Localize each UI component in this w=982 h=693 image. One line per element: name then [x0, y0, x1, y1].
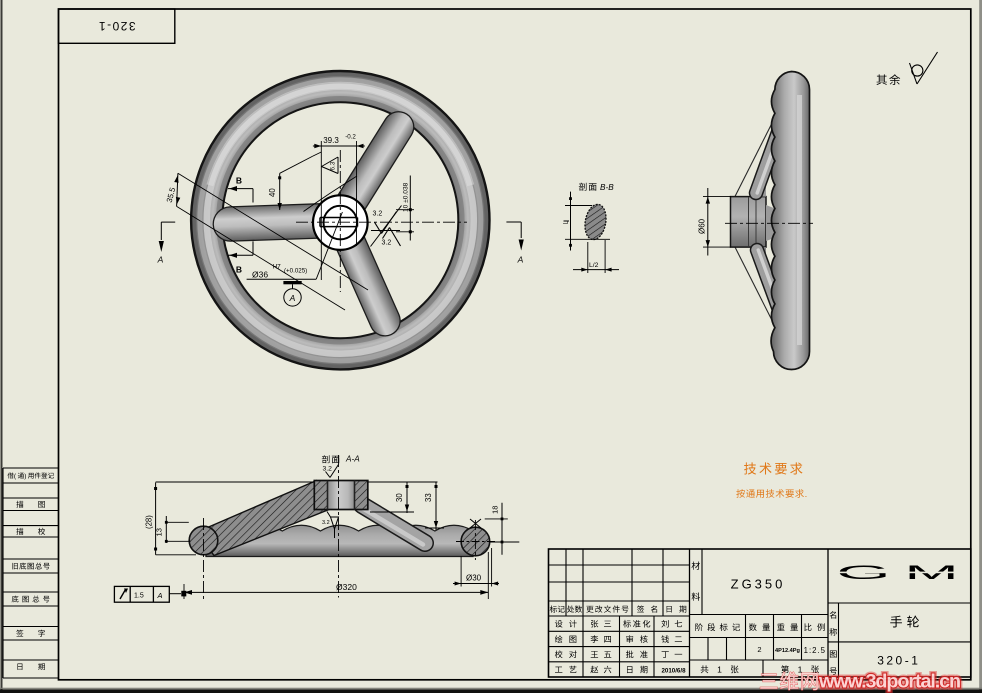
svg-text:A: A — [157, 591, 163, 600]
svg-text:(: ( — [14, 473, 17, 480]
svg-text:www.3dportal.cn: www.3dportal.cn — [818, 671, 960, 693]
svg-text:B: B — [236, 176, 242, 186]
svg-text:www.3dportal.cn: www.3dportal.cn — [818, 671, 960, 693]
svg-text:1: 1 — [798, 665, 803, 675]
svg-text:L/2: L/2 — [589, 262, 599, 269]
svg-text:320-1: 320-1 — [877, 653, 920, 667]
svg-text:A: A — [289, 293, 296, 303]
svg-text:39.3: 39.3 — [323, 136, 339, 145]
svg-text:): ) — [24, 473, 26, 480]
svg-text:3.2: 3.2 — [322, 520, 330, 526]
svg-text:2: 2 — [757, 645, 761, 654]
svg-text:35.5: 35.5 — [165, 186, 178, 204]
svg-text:B: B — [236, 265, 242, 275]
svg-text:-0.2: -0.2 — [345, 134, 356, 141]
svg-text:320-1: 320-1 — [97, 19, 135, 33]
svg-text:L: L — [564, 221, 570, 225]
svg-text:1.5: 1.5 — [134, 593, 144, 600]
svg-text:6.3: 6.3 — [330, 161, 337, 170]
svg-text:A: A — [157, 255, 164, 265]
svg-text:10 ±0.038: 10 ±0.038 — [402, 182, 409, 212]
svg-text:4P12.4Pg: 4P12.4Pg — [775, 648, 800, 654]
svg-text:40: 40 — [268, 188, 277, 197]
svg-text:A: A — [517, 255, 524, 265]
svg-text:18: 18 — [490, 506, 499, 514]
svg-text:33: 33 — [424, 493, 433, 502]
svg-text:H7: H7 — [273, 264, 282, 271]
svg-text:ZG350: ZG350 — [731, 577, 786, 592]
svg-text:1: 1 — [717, 665, 722, 675]
svg-text:1:2.5: 1:2.5 — [804, 646, 826, 655]
svg-text:13: 13 — [155, 528, 164, 536]
svg-text:3.2: 3.2 — [382, 240, 392, 247]
svg-text:(28): (28) — [145, 515, 154, 529]
svg-text:Ø36: Ø36 — [252, 270, 268, 280]
svg-text:Ø320: Ø320 — [336, 582, 357, 592]
svg-text:Ø30: Ø30 — [466, 574, 482, 583]
svg-text:(+0.025): (+0.025) — [284, 268, 307, 275]
svg-text:B-B: B-B — [600, 183, 614, 192]
svg-text:2010/6/8: 2010/6/8 — [661, 668, 686, 675]
svg-text:.: . — [805, 488, 808, 499]
svg-text:Ø60: Ø60 — [698, 218, 707, 234]
svg-text:A-A: A-A — [345, 455, 360, 464]
svg-text:30: 30 — [395, 493, 404, 502]
svg-text:3.2: 3.2 — [323, 466, 333, 473]
svg-text:3.2: 3.2 — [373, 211, 383, 218]
